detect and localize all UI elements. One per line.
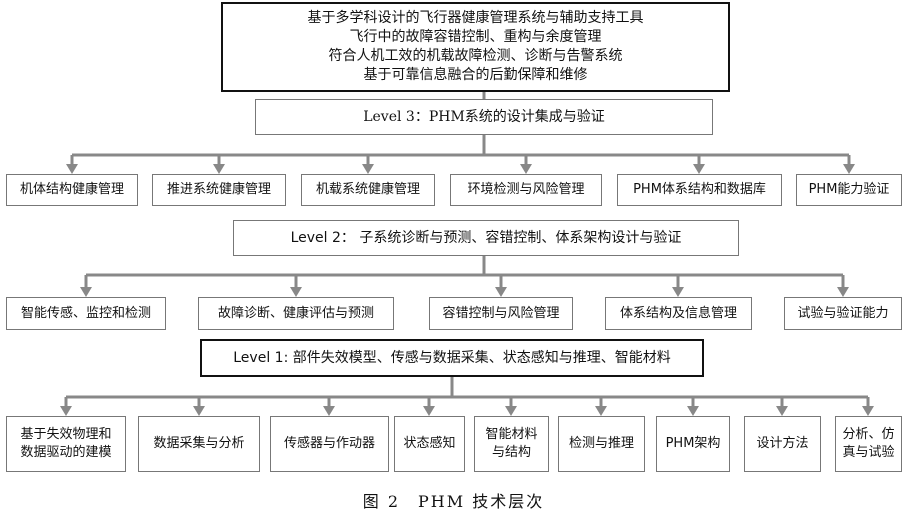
- level1-title: Level 1: 部件失效模型、传感与数据采集、状态感知与推理、智能材料: [233, 350, 671, 366]
- level1-item-line: 基于失效物理和: [20, 427, 112, 442]
- connector-arrowhead: [193, 406, 205, 416]
- level2-item: 体系结构及信息管理: [605, 297, 752, 330]
- level3-title-box: Level 3：PHM系统的设计集成与验证: [255, 99, 713, 135]
- level1-item-line: 检测与推理: [568, 436, 634, 451]
- level3-item-label: PHM能力验证: [808, 182, 890, 197]
- connector-arrowhead: [423, 406, 435, 416]
- top-goal-line: 飞行中的故障容错控制、重构与余度管理: [349, 29, 602, 45]
- level1-item: 状态感知: [394, 416, 465, 472]
- level2-item-label: 试验与验证能力: [797, 305, 889, 321]
- level2-item-label: 故障诊断、健康评估与预测: [217, 305, 374, 321]
- level1-item: 数据采集与分析: [138, 416, 260, 472]
- level3-item: PHM能力验证: [796, 174, 902, 206]
- connector-arrowhead: [213, 164, 225, 174]
- connector-arrowhead: [520, 164, 532, 174]
- connector-arrowhead: [837, 287, 849, 297]
- level2-item: 故障诊断、健康评估与预测: [198, 297, 394, 330]
- level3-item: 机体结构健康管理: [6, 174, 138, 206]
- level1-item-line: 设计方法: [756, 436, 809, 451]
- level1-item: 基于失效物理和 数据驱动的建模: [6, 416, 126, 472]
- connector-arrowhead: [80, 287, 92, 297]
- level1-item: 智能材料 与结构: [474, 416, 549, 472]
- level1-item: 检测与推理: [558, 416, 645, 472]
- connector-arrowhead: [60, 406, 72, 416]
- level1-item: 设计方法: [744, 416, 821, 472]
- level1-item-line: 智能材料: [485, 427, 538, 442]
- figure-caption: 图 2 PHM 技术层次: [362, 492, 545, 511]
- level2-title-box: Level 2： 子系统诊断与预测、容错控制、体系架构设计与验证: [233, 220, 739, 256]
- connector-arrowhead: [505, 406, 517, 416]
- level3-item-label: PHM体系结构和数据库: [633, 182, 766, 197]
- connector-arrowhead: [495, 287, 507, 297]
- connector-arrowhead: [323, 406, 335, 416]
- level1-item-line: 分析、仿: [842, 427, 895, 442]
- top-goal-line: 符合人机工效的机载故障检测、诊断与告警系统: [328, 48, 623, 64]
- connector-arrowhead: [66, 164, 78, 174]
- level1-item: 分析、仿 真与试验: [835, 416, 902, 472]
- connector-arrowhead: [693, 164, 705, 174]
- level2-item-label: 体系结构及信息管理: [619, 305, 737, 321]
- level1-item-line: PHM架构: [665, 436, 721, 451]
- level3-item-label: 机载系统健康管理: [315, 182, 420, 197]
- level2-item: 容错控制与风险管理: [429, 297, 573, 330]
- level1-item-line: 状态感知: [403, 436, 456, 451]
- level1-item-line: 传感器与作动器: [283, 436, 375, 451]
- connector-arrowhead: [862, 406, 874, 416]
- connector-arrowhead: [362, 164, 374, 174]
- level3-item-label: 推进系统健康管理: [166, 182, 271, 197]
- connector-arrowhead: [290, 287, 302, 297]
- level3-item: 机载系统健康管理: [301, 174, 435, 206]
- level3-item-label: 机体结构健康管理: [19, 182, 124, 197]
- level3-item-label: 环境检测与风险管理: [467, 182, 585, 197]
- connector-arrowhead: [843, 164, 855, 174]
- level1-item: 传感器与作动器: [270, 416, 389, 472]
- level2-item-label: 智能传感、监控和检测: [20, 305, 151, 321]
- level1-item: PHM架构: [656, 416, 730, 472]
- top-goal-line: 基于多学科设计的飞行器健康管理系统与辅助支持工具: [307, 10, 644, 26]
- level3-item: 环境检测与风险管理: [450, 174, 602, 206]
- level1-item-line: 与结构: [491, 445, 531, 460]
- level2-item: 智能传感、监控和检测: [6, 297, 166, 330]
- level2-title: Level 2： 子系统诊断与预测、容错控制、体系架构设计与验证: [290, 230, 682, 246]
- level1-item-line: 真与试验: [842, 445, 895, 460]
- top-goals-box: 基于多学科设计的飞行器健康管理系统与辅助支持工具 飞行中的故障容错控制、重构与余…: [221, 2, 730, 92]
- level3-item: PHM体系结构和数据库: [617, 174, 782, 206]
- level1-item-line: 数据驱动的建模: [20, 445, 112, 460]
- level2-item-label: 容错控制与风险管理: [442, 305, 560, 321]
- level1-title-box: Level 1: 部件失效模型、传感与数据采集、状态感知与推理、智能材料: [200, 339, 704, 377]
- connector-arrowhead: [595, 406, 607, 416]
- level3-title: Level 3：PHM系统的设计集成与验证: [363, 109, 605, 125]
- level3-item: 推进系统健康管理: [152, 174, 286, 206]
- level1-item-line: 数据采集与分析: [153, 436, 245, 451]
- level2-item: 试验与验证能力: [784, 297, 902, 330]
- top-goal-line: 基于可靠信息融合的后勤保障和维修: [363, 67, 588, 83]
- connector-arrowhead: [672, 287, 684, 297]
- connector-arrowhead: [687, 406, 699, 416]
- connector-arrowhead: [776, 406, 788, 416]
